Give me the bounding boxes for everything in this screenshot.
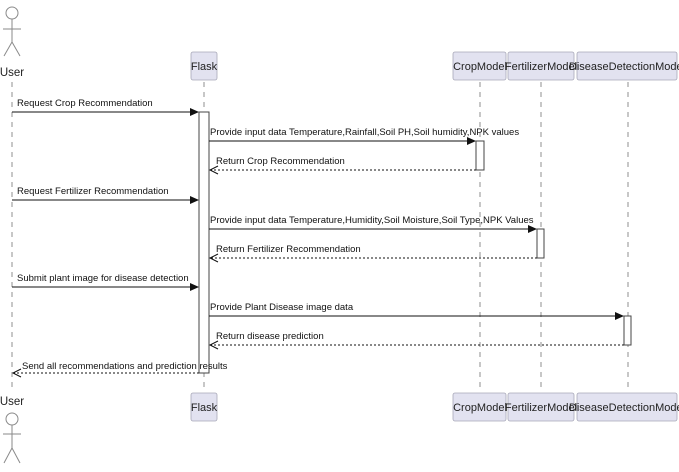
message-provide-disease-image: Provide Plant Disease image data	[209, 302, 624, 320]
participant-fertilizermodel-top: FertilizerModel	[505, 51, 577, 81]
participant-diseasedetectionmodel-bottom: DiseaseDetectionModel	[569, 392, 679, 422]
activation-diseasedetectionmodel	[623, 315, 632, 346]
activation-fertilizermodel	[536, 228, 545, 259]
participant-label-cropmodel-top: CropModel	[453, 61, 507, 73]
participant-label-diseasedetectionmodel-bottom: DiseaseDetectionModel	[569, 402, 679, 414]
participant-cropmodel-top: CropModel	[452, 51, 507, 81]
message-label: Request Crop Recommendation	[17, 98, 153, 109]
actor-head-icon	[5, 412, 19, 426]
arrowhead-filled-icon	[190, 196, 199, 204]
arrowhead-filled-icon	[190, 108, 199, 116]
activation-cropmodel	[475, 140, 485, 171]
participant-flask-top: Flask	[190, 51, 218, 81]
message-provide-fertilizer-input: Provide input data Temperature,Humidity,…	[209, 215, 537, 233]
arrowhead-open-icon	[208, 340, 219, 350]
actor-head-icon	[5, 6, 19, 20]
activations	[198, 111, 632, 374]
message-return-fertilizer: Return Fertilizer Recommendation	[208, 244, 537, 263]
arrowhead-open-icon	[208, 253, 219, 263]
actor-user-top: User	[0, 6, 24, 79]
message-label: Provide Plant Disease image data	[210, 302, 354, 313]
messages: Request Crop Recommendation Provide inpu…	[11, 98, 624, 378]
message-send-results: Send all recommendations and prediction …	[11, 361, 228, 378]
arrowhead-filled-icon	[467, 137, 476, 145]
message-provide-crop-input: Provide input data Temperature,Rainfall,…	[209, 127, 519, 145]
message-return-crop: Return Crop Recommendation	[208, 156, 476, 175]
message-label: Provide input data Temperature,Humidity,…	[210, 215, 534, 226]
actor-label-user-bottom: User	[0, 396, 24, 408]
message-submit-image: Submit plant image for disease detection	[12, 273, 199, 291]
participant-diseasedetectionmodel-top: DiseaseDetectionModel	[569, 51, 679, 81]
actor-user-bottom: User	[0, 396, 24, 464]
message-label: Send all recommendations and prediction …	[22, 361, 228, 372]
participant-flask-bottom: Flask	[190, 392, 218, 422]
participant-label-flask-top: Flask	[191, 61, 218, 73]
participant-label-fertilizermodel-top: FertilizerModel	[505, 61, 577, 73]
message-label: Return disease prediction	[216, 331, 324, 342]
arrowhead-filled-icon	[615, 312, 624, 320]
participant-cropmodel-bottom: CropModel	[452, 392, 507, 422]
message-label: Return Fertilizer Recommendation	[216, 244, 361, 255]
message-request-fertilizer: Request Fertilizer Recommendation	[12, 186, 199, 204]
activation-flask	[198, 111, 210, 374]
message-label: Provide input data Temperature,Rainfall,…	[210, 127, 519, 138]
message-label: Submit plant image for disease detection	[17, 273, 189, 284]
participant-fertilizermodel-bottom: FertilizerModel	[505, 392, 577, 422]
participant-label-diseasedetectionmodel-top: DiseaseDetectionModel	[569, 61, 679, 73]
message-request-crop: Request Crop Recommendation	[12, 98, 199, 116]
message-label: Request Fertilizer Recommendation	[17, 186, 169, 197]
arrowhead-open-icon	[208, 165, 219, 175]
participant-label-flask-bottom: Flask	[191, 402, 218, 414]
arrowhead-open-icon	[11, 368, 22, 378]
arrowhead-filled-icon	[528, 225, 537, 233]
message-label: Return Crop Recommendation	[216, 156, 345, 167]
participant-label-cropmodel-bottom: CropModel	[453, 402, 507, 414]
message-return-disease: Return disease prediction	[208, 331, 624, 350]
arrowhead-filled-icon	[190, 283, 199, 291]
participant-label-fertilizermodel-bottom: FertilizerModel	[505, 402, 577, 414]
actor-label-user-top: User	[0, 67, 24, 79]
